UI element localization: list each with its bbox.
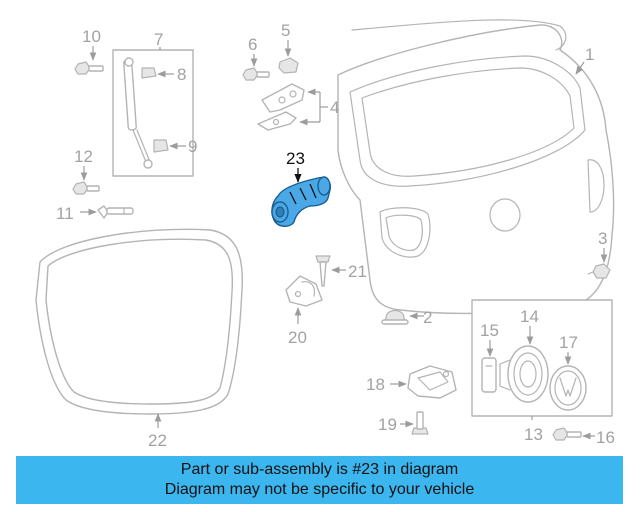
callout-19: 19	[378, 415, 397, 434]
bump-stop-part-2	[381, 309, 409, 325]
callout-20: 20	[288, 328, 307, 347]
tailgate-part-1	[337, 19, 615, 315]
harness-conduit-part-23	[271, 176, 332, 227]
nut-part-5	[278, 57, 299, 74]
emblem-part-17	[549, 365, 587, 411]
callout-6: 6	[248, 35, 257, 54]
callout-13: 13	[524, 425, 543, 444]
callout-14: 14	[520, 307, 539, 326]
callout-1: 1	[585, 45, 594, 64]
nut-part-3	[587, 263, 611, 279]
callout-12: 12	[74, 147, 93, 166]
callout-21: 21	[348, 262, 367, 281]
callout-16: 16	[596, 428, 615, 447]
callout-15: 15	[480, 321, 499, 340]
bolt-part-6	[242, 67, 270, 81]
callout-18: 18	[366, 375, 385, 394]
callout-22: 22	[148, 431, 167, 450]
bolt-part-12	[72, 181, 100, 195]
callout-8: 8	[177, 65, 186, 84]
bracket-part-15	[481, 357, 497, 393]
callout-4: 4	[330, 98, 339, 117]
info-banner: Part or sub-assembly is #23 in diagram D…	[16, 456, 623, 504]
bolt-part-19	[411, 411, 429, 435]
callout-17: 17	[559, 333, 578, 352]
banner-line-2: Diagram may not be specific to your vehi…	[164, 481, 475, 498]
lock-cylinder-part-14	[499, 345, 549, 403]
weatherstrip-part-22	[35, 228, 243, 415]
callout-23: 23	[286, 149, 305, 168]
banner-line-1: Part or sub-assembly is #23 in diagram	[180, 461, 459, 478]
callout-3: 3	[598, 229, 607, 248]
callout-5: 5	[281, 21, 290, 40]
callout-2: 2	[423, 308, 432, 327]
screw-part-16	[552, 427, 582, 441]
callout-11: 11	[56, 204, 74, 223]
support-strut-part-7	[112, 49, 194, 177]
callout-7: 7	[154, 30, 163, 49]
parts-diagram: 1 2 3 4 5 6 7	[35, 19, 615, 450]
screw-part-21	[315, 255, 331, 287]
clip-part-9	[153, 139, 169, 153]
pin-part-11	[97, 205, 134, 219]
clip-part-8	[141, 67, 157, 79]
hinge-part-4	[257, 83, 305, 131]
callout-10: 10	[82, 27, 101, 46]
latch-part-18	[407, 365, 457, 399]
striker-part-20	[285, 275, 323, 307]
callout-9: 9	[188, 137, 197, 156]
bolt-part-10	[74, 61, 104, 75]
